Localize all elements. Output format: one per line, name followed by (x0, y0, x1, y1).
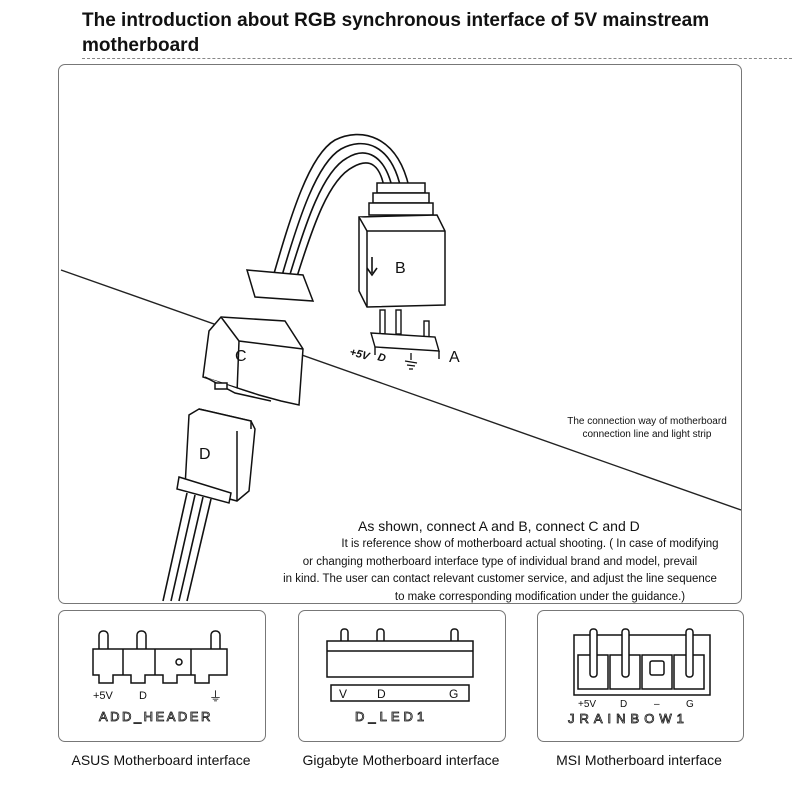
main-diagram-panel: B A +5V D C (58, 64, 742, 604)
cable-d-down (162, 492, 212, 602)
reference-line-1: It is reference show of motherboard actu… (341, 538, 719, 550)
pin-label-d: D (376, 351, 387, 365)
arrow-down-icon (366, 257, 378, 277)
msi-header-name: JRAINBOW1 (568, 711, 689, 726)
asus-header-illustration: +5V D ⏚ ADD_HEADER (92, 630, 228, 724)
gigabyte-header-illustration: V D G D_LED1 (326, 628, 474, 724)
cable-c-to-b (272, 133, 410, 284)
ground-symbol-icon (404, 353, 418, 370)
label-b: B (395, 260, 406, 277)
connect-instruction: As shown, connect A and B, connect C and… (358, 518, 640, 534)
connector-b (358, 182, 446, 308)
msi-pin-d: D (620, 699, 627, 710)
separator-line (60, 269, 741, 511)
asus-caption: ASUS Motherboard interface (71, 752, 251, 768)
title-divider (82, 58, 792, 59)
connection-note-line1: The connection way of motherboard (567, 416, 727, 427)
asus-header-name: ADD_HEADER (99, 709, 213, 724)
connection-note-line2: connection line and light strip (582, 429, 712, 440)
gigabyte-pin-g: G (449, 687, 459, 701)
msi-caption: MSI Motherboard interface (556, 752, 722, 768)
asus-pin-5v: +5V (93, 690, 114, 702)
reference-line-3: in kind. The user can contact relevant c… (283, 573, 717, 585)
pin-label-5v: +5V (348, 346, 372, 363)
msi-pin-5v: +5V (578, 699, 596, 710)
reference-note: It is reference show of motherboard actu… (200, 536, 760, 606)
reference-line-2: or changing motherboard interface type o… (302, 555, 698, 568)
connector-d (176, 408, 256, 504)
gigabyte-pin-d: D (377, 687, 387, 701)
label-a: A (449, 349, 460, 366)
connection-note: The connection way of motherboard connec… (557, 415, 737, 441)
asus-pin-ground: ⏚ (209, 689, 222, 704)
label-c: C (235, 348, 247, 365)
asus-interface-panel: +5V D ⏚ ADD_HEADER (58, 610, 266, 742)
msi-interface-panel: +5V D – G JRAINBOW1 (537, 610, 744, 742)
asus-pin-d: D (139, 690, 147, 702)
gigabyte-header-name: D_LED1 (355, 709, 428, 724)
msi-pin-dash: – (654, 699, 660, 710)
gigabyte-caption: Gigabyte Motherboard interface (302, 752, 500, 768)
reference-line-4: to make corresponding modification under… (394, 590, 686, 603)
label-d: D (199, 446, 211, 463)
connection-illustration: B A +5V D C (60, 133, 741, 602)
page-title: The introduction about RGB synchronous i… (82, 10, 710, 56)
pin-header-a (370, 309, 440, 359)
gigabyte-interface-panel: V D G D_LED1 (298, 610, 506, 742)
msi-pin-g: G (686, 699, 694, 710)
connector-c (202, 269, 315, 406)
gigabyte-pin-v: V (339, 687, 348, 701)
msi-header-illustration: +5V D – G JRAINBOW1 (568, 628, 711, 726)
